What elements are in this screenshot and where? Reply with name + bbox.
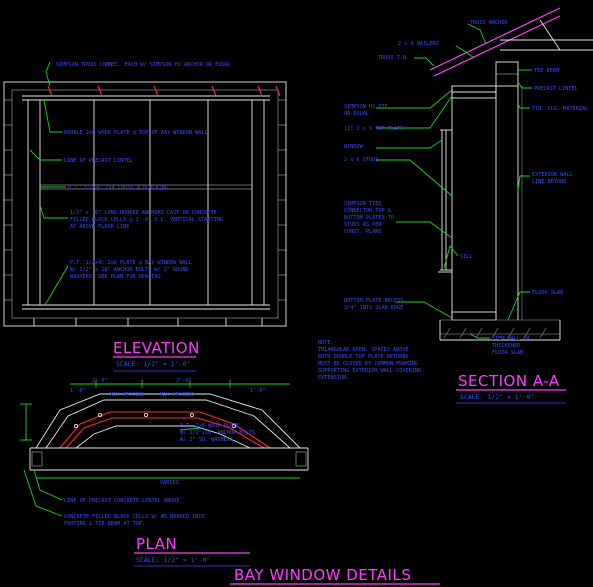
- plan-dim-1: 2'-0": [92, 378, 108, 384]
- section-note-line-3: MUST BE CLOSED BY COMMON FRAMING: [318, 361, 418, 367]
- section-label-or-equal: OR EQUAL: [344, 111, 369, 117]
- section-note-line-2: BOTH DOUBLE TOP PLATE RETURNS: [318, 354, 409, 360]
- section-note-line-5: EXTENSION.: [318, 375, 349, 381]
- section-label-truss-tb: TRUSS T.B.: [378, 55, 409, 61]
- elevation-note-plate-1: P.T. 1/2x4: 2x6 PLATE @ BAY WINDOW WALL: [70, 260, 192, 266]
- elevation-note-top-plate: DOUBLE 2x6 WOOD PLATE @ TOP OF BAY WINDO…: [64, 130, 208, 136]
- section-scale: SCALE: 1/2" = 1'-0": [460, 393, 534, 401]
- sheet-title: BAY WINDOW DETAILS: [234, 566, 411, 584]
- elevation-title: ELEVATION: [113, 339, 200, 357]
- section-label-precast-lintel: PRECAST LINTEL: [534, 86, 578, 92]
- section-label-stem-wall-2: THICKENED: [492, 343, 520, 349]
- plan-dim-3: 1'-0": [70, 388, 86, 394]
- plan-note-plate-3: W/ 2" SQ. WASHERS: [180, 437, 233, 443]
- section-label-fin-clg: FIN. CLG. MATERIAL: [532, 106, 588, 112]
- plan-scale: SCALE: 1/2" = 1'-0": [136, 556, 210, 564]
- section-label-simpson-tied-2: CONNECTOR TOP &: [344, 208, 392, 214]
- plan-note-block-1: CONCRETE FILLED BLOCK CELLS W/ #5 HOOKED…: [64, 514, 205, 520]
- elevation-note-blocking: P.T. 1/2x4: 2x4 CROSS @ BLOCKING: [68, 185, 168, 191]
- section-label-bottom-plate-2: 3/4" INTO SLAB EDGE: [344, 305, 403, 311]
- section-label-sill: SILL: [460, 254, 473, 260]
- plan-note-block-2: FOOTING & TIE BEAM AT TOP.: [64, 521, 145, 527]
- elevation-note-plate-2: W/ 1/2" x 10" ANCHOR BOLTS W/ 2" ROUND: [70, 267, 189, 273]
- section-label-ext-wall: EXTERIOR WALL: [532, 172, 573, 178]
- elevation-note-anchors-3: AT ABOVE FLOOR LINE: [70, 224, 129, 230]
- section-label-nailers: 2 x 4 NAILERS: [398, 41, 439, 47]
- section-label-simpson-tied-3: BOTTOM PLATES TO: [344, 215, 394, 221]
- section-note-heading: NOTE:: [318, 340, 334, 346]
- elevation-note-anchors-1: 1/2" x 16" LONG HOOKED ANCHORS CAST IN C…: [70, 210, 217, 216]
- plan-note-plate-2: W/ 1/2"x10" ANCHOR BOLTS: [180, 430, 255, 436]
- section-label-window: WINDOW: [344, 144, 364, 150]
- section-label-stem-wall-1: STEM WALL OR: [492, 336, 530, 342]
- plan-note-lintel: LINE OF PRECAST CONCRETE LINTEL ABOVE: [64, 498, 180, 504]
- section-label-studs: 2 x 6 STUDS: [344, 157, 378, 163]
- section-label-truss-anchor: TRUSS ANCHOR: [470, 20, 508, 26]
- plan-dim-varies: VARIES: [160, 480, 179, 486]
- section-note-line-1: TRIANGULAR OPEN. SPACES ABOVE: [318, 347, 409, 353]
- section-label-simpson-h2: SIMPSON H2 TIE: [344, 104, 388, 110]
- section-label-simpson-tied-4: STUDS AS PER: [344, 222, 382, 228]
- plan-dim-4: 1'-0": [250, 388, 266, 394]
- elevation-note-truss: SIMPSON TRUSS CONNEC. EACH W/ SIMPSON H1…: [56, 62, 231, 68]
- plan-spacing-2: MAX SPACING: [160, 392, 194, 398]
- section-label-stem-wall-3: FLOOR SLAB: [492, 350, 523, 356]
- section-label-line-beyond: LINE BEYOND: [532, 179, 566, 185]
- section-note-line-4: SUPPORTING EXTERIOR WALL COVERING: [318, 368, 421, 374]
- plan-dim-2: 2'-0": [176, 378, 192, 384]
- elevation-note-anchors-2: FILLED BLOCK CELLS @ 2'-0" O.C. VERTICAL…: [70, 217, 223, 223]
- plan-note-plate-1: P.T. 2x6 WOOD PLATE: [180, 423, 239, 429]
- section-label-bottom-plate-1: BOTTOM PLATE RECESS: [344, 298, 403, 304]
- plan-title: PLAN: [136, 535, 177, 553]
- elevation-scale: SCALE: 1/2" = 1'-0": [116, 360, 190, 368]
- section-drawing: [376, 7, 593, 341]
- section-label-simpson-tied-5: CONST. PLANS: [344, 229, 381, 235]
- elevation-note-plate-3: WASHERS. SEE PLAN FOR SPACING: [70, 274, 161, 280]
- plan-spacing-1: MAX SPACING: [110, 392, 144, 398]
- section-label-floor-slab: FLOOR SLAB: [532, 290, 563, 296]
- plan-drawing: [20, 380, 309, 517]
- section-label-tie-beam: TIE BEAM: [534, 68, 559, 74]
- section-label-top-plate: (2) 2 x 6 TOP PLATE: [344, 126, 403, 132]
- section-title: SECTION A-A: [458, 372, 560, 390]
- section-label-simpson-tied-1: SIMPSON TIED: [344, 201, 381, 207]
- elevation-note-lintel: LINE OF PRECAST LINTEL: [64, 158, 133, 164]
- elevation-drawing: [3, 61, 287, 327]
